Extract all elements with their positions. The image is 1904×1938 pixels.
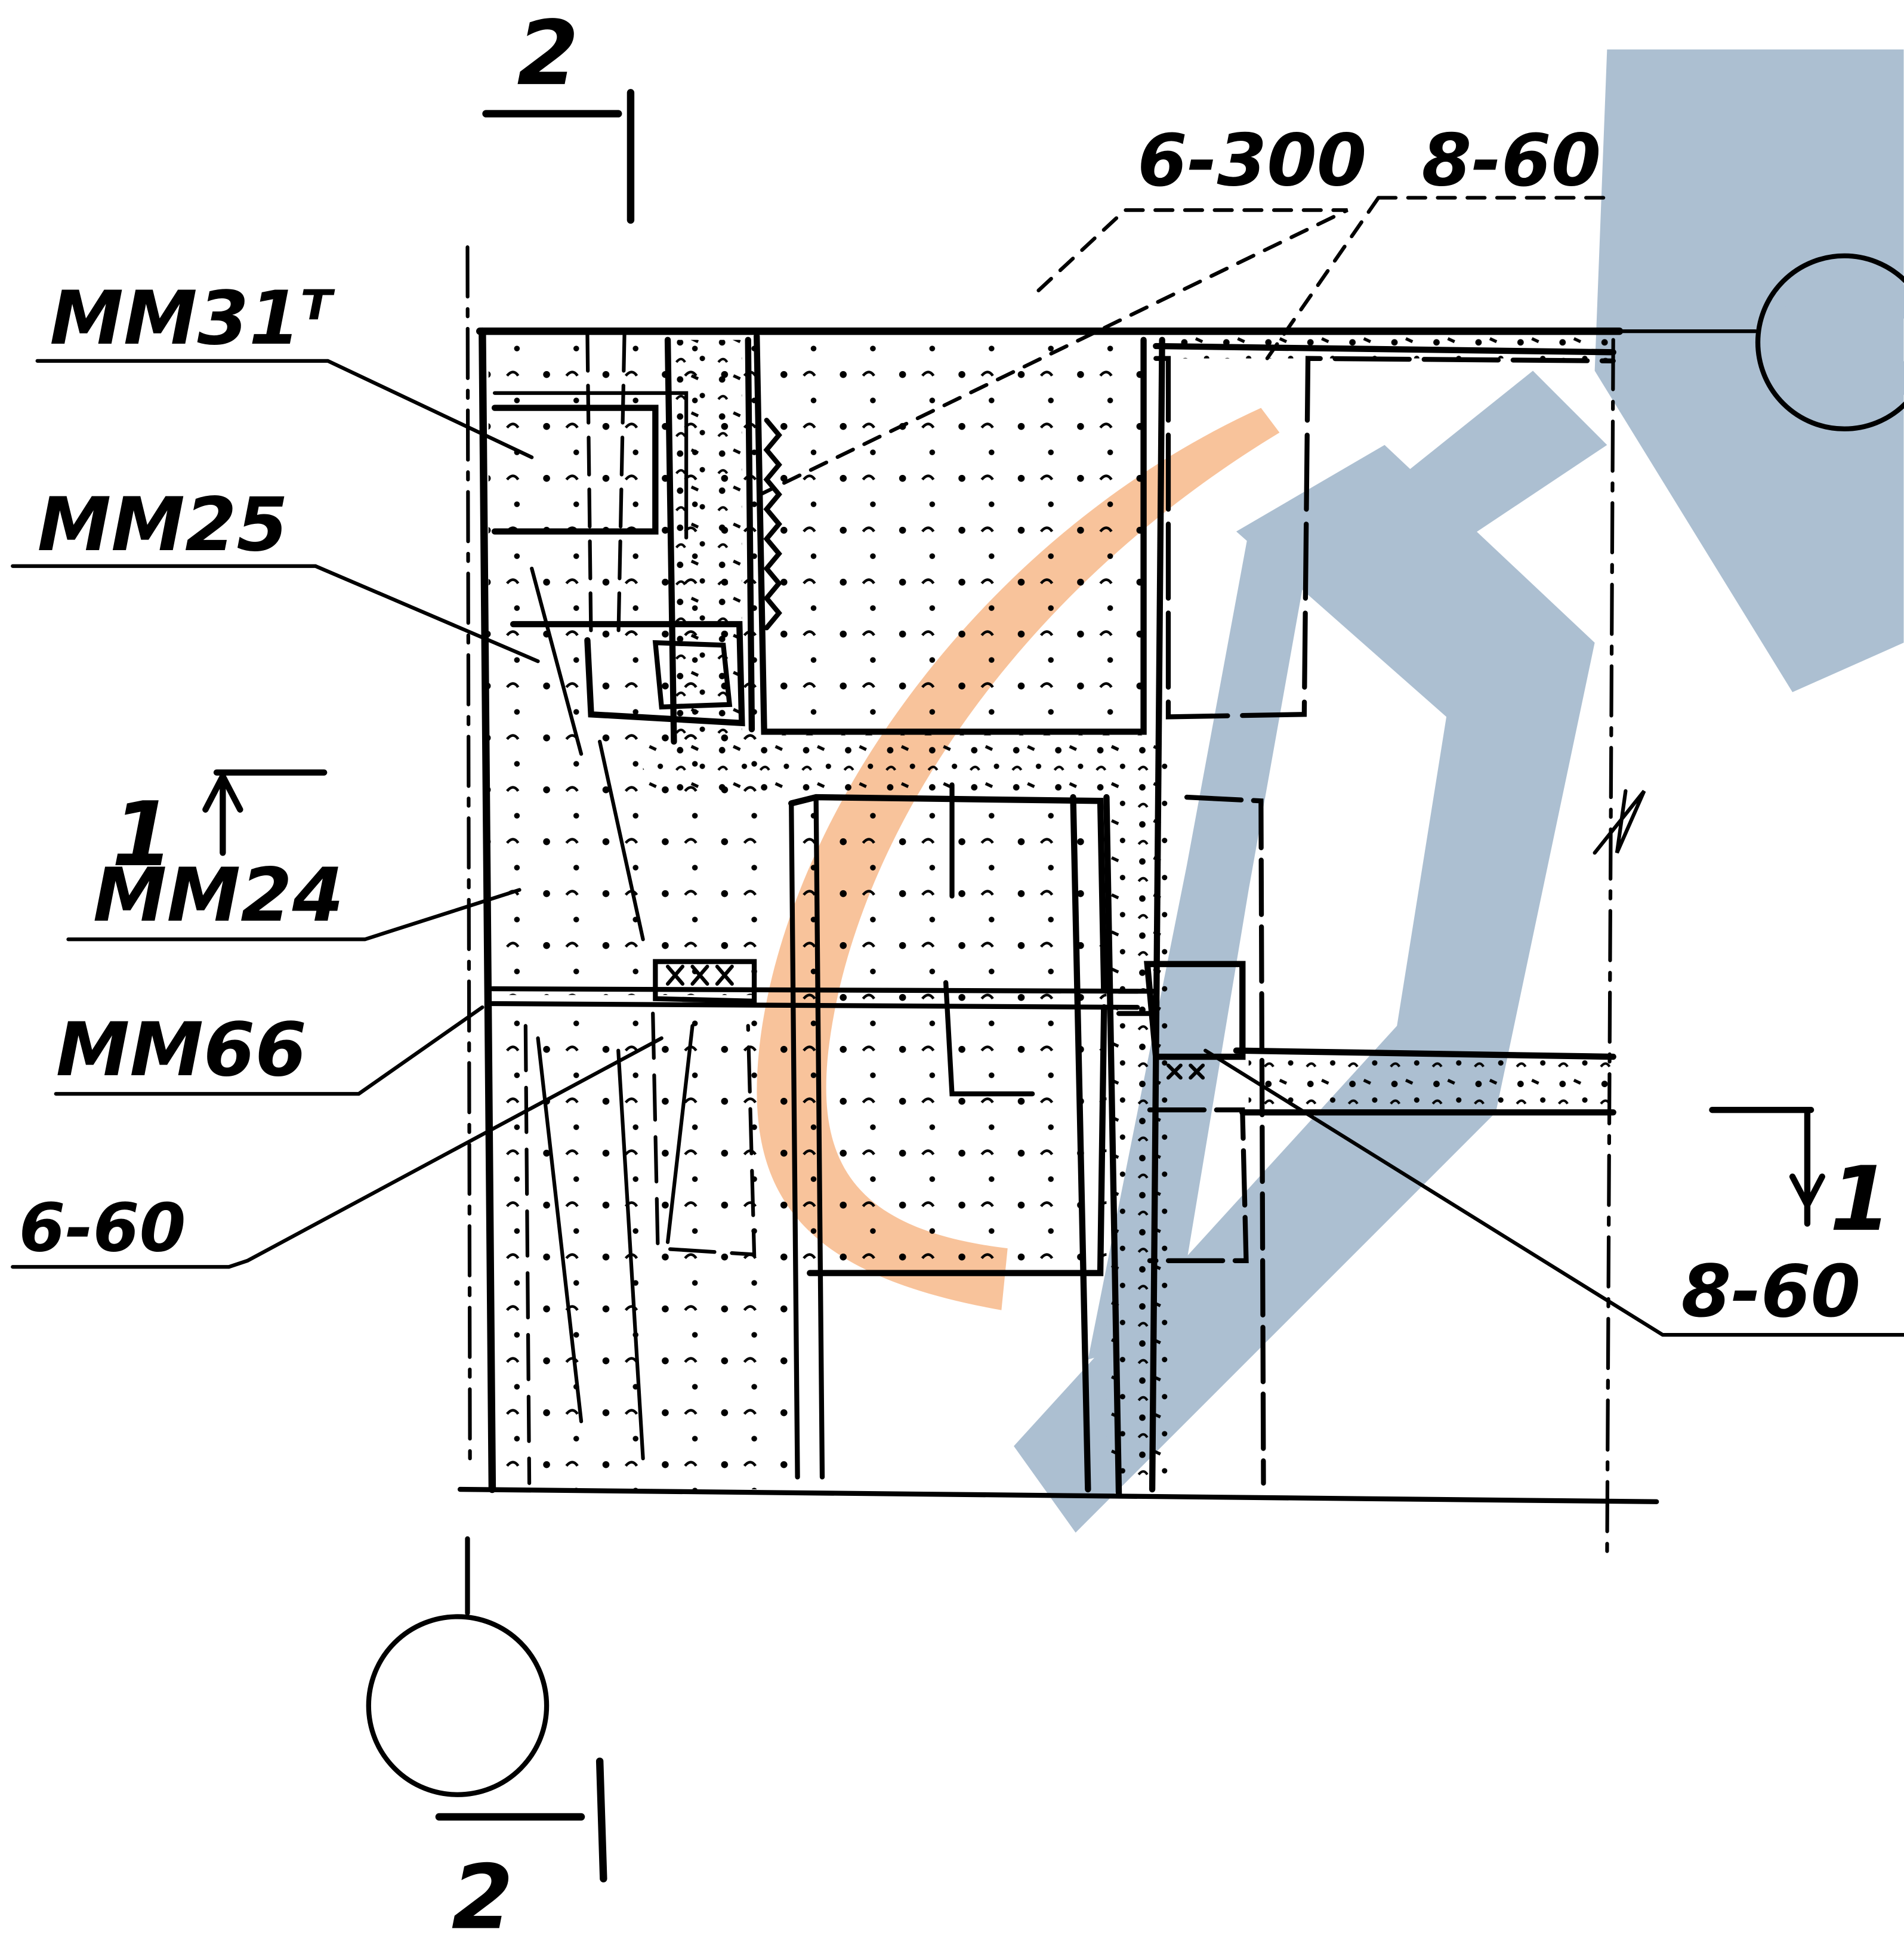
section-label-right: 1 bbox=[1829, 1148, 1891, 1251]
label-weld-8-60-top: 8-60 bbox=[1422, 119, 1601, 203]
label-mm24: ММ24 bbox=[93, 853, 344, 939]
axis-left bbox=[465, 245, 472, 1461]
section-marker-1-left bbox=[202, 769, 328, 856]
block-upper-slab bbox=[754, 333, 1147, 735]
block-middle bbox=[788, 794, 1107, 992]
label-mm31: ММ31ᵀ bbox=[50, 276, 335, 362]
label-mm66: ММ66 bbox=[56, 1007, 307, 1093]
label-weld-6-60: 6-60 bbox=[19, 1189, 186, 1267]
axis-bubble-bottom bbox=[366, 1614, 550, 1797]
section-label-top: 2 bbox=[517, 2, 579, 106]
axis-bubble-right bbox=[1755, 253, 1904, 431]
leader-lines bbox=[11, 196, 1904, 1337]
section-marker-2-top bbox=[482, 89, 635, 224]
structural-drawing bbox=[11, 89, 1904, 1883]
block-mm31 bbox=[491, 405, 659, 535]
outline-bottom bbox=[457, 1486, 1659, 1504]
axis-right bbox=[1605, 338, 1615, 1560]
weld-zigzag bbox=[763, 418, 782, 631]
section-marker-1-right bbox=[1709, 1106, 1825, 1227]
block-mm25 bbox=[510, 621, 745, 727]
label-mm25: ММ25 bbox=[38, 482, 288, 568]
label-weld-6-300: 6-300 bbox=[1137, 119, 1366, 203]
break-mark bbox=[1593, 789, 1646, 855]
section-marker-2-bottom bbox=[435, 1757, 607, 1883]
section-label-bottom: 2 bbox=[452, 1846, 514, 1938]
block-right-joint bbox=[1144, 961, 1246, 1060]
joint-line-mm66 bbox=[489, 986, 1140, 1010]
section-label-left: 1 bbox=[112, 783, 174, 887]
outline-left bbox=[479, 327, 496, 1493]
label-weld-8-60-right: 8-60 bbox=[1681, 1250, 1861, 1334]
